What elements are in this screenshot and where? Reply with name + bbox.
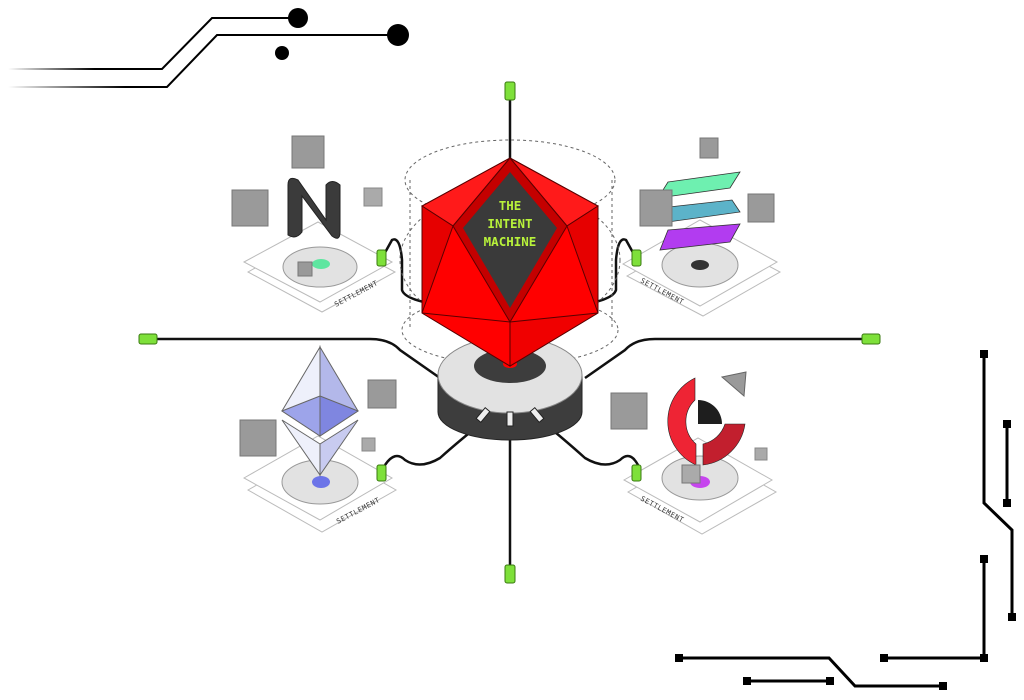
svg-text:THE: THE [499,198,522,213]
circuit-nodes-bottom-right [675,350,1016,690]
connector-bottom [504,564,516,584]
svg-text:INTENT: INTENT [487,216,532,231]
circuit-traces-top-left [8,17,398,88]
core-face [463,172,557,308]
intent-machine-core [421,157,599,367]
node-solana: SETTLEMENT [621,137,782,317]
connector-left [138,333,158,345]
circuit-traces-bottom-right [679,354,1014,688]
connector-top [504,81,516,101]
node-near: SETTLEMENT [231,135,397,313]
core-base [437,336,583,441]
svg-text:MACHINE: MACHINE [484,234,537,249]
connectors [138,81,881,584]
core-title: THE INTENT MACHINE [484,198,537,249]
node-ethereum: SETTLEMENT [239,345,398,533]
circuit-nodes-top-left [275,8,409,60]
node-red-c: SETTLEMENT [610,371,778,535]
connector-right [861,333,881,345]
